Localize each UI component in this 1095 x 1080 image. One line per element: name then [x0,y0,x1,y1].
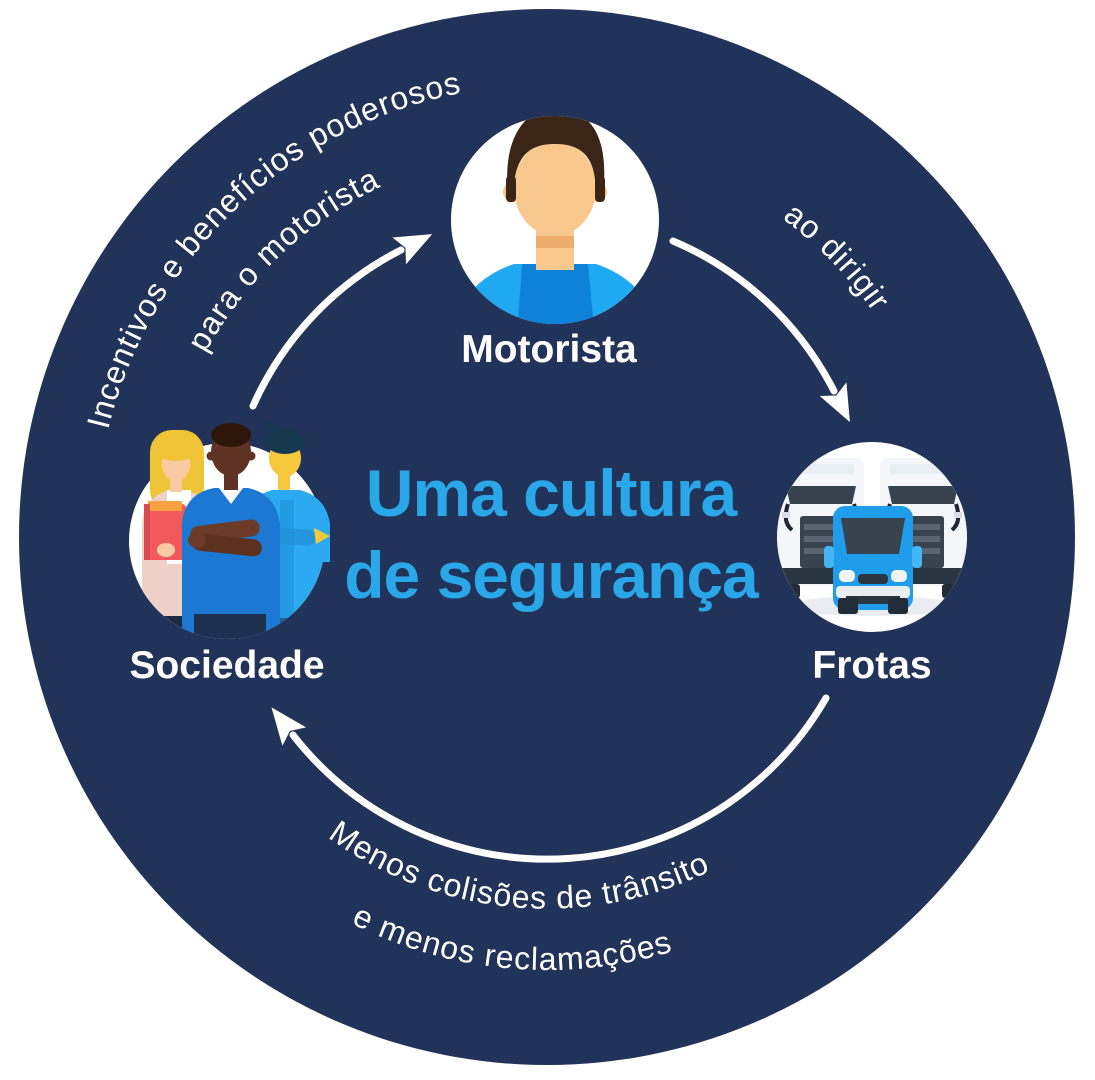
arrow-sociedade-to-motorista [249,234,433,410]
arrow-motorista-to-frotas [669,237,850,423]
node-label-motorista: Motorista [461,328,637,371]
van-blue [824,506,922,614]
fleet-trucks-icon [777,458,967,616]
cycle-arrows [249,234,850,863]
center-title: Uma cultura de segurança [344,456,761,612]
background-circle [19,9,1075,1065]
node-label-sociedade: Sociedade [129,644,324,687]
arrow-frotas-to-sociedade [271,694,830,863]
node-motorista [451,116,659,324]
node-frotas [777,442,967,632]
title-line2: de segurança [344,538,760,612]
node-label-frotas: Frotas [812,644,931,687]
title-line1: Uma cultura [366,456,739,530]
person-man-middle [182,423,294,639]
society-people-icon [142,418,330,639]
driver-avatar-icon [451,116,659,324]
node-sociedade [129,418,330,639]
